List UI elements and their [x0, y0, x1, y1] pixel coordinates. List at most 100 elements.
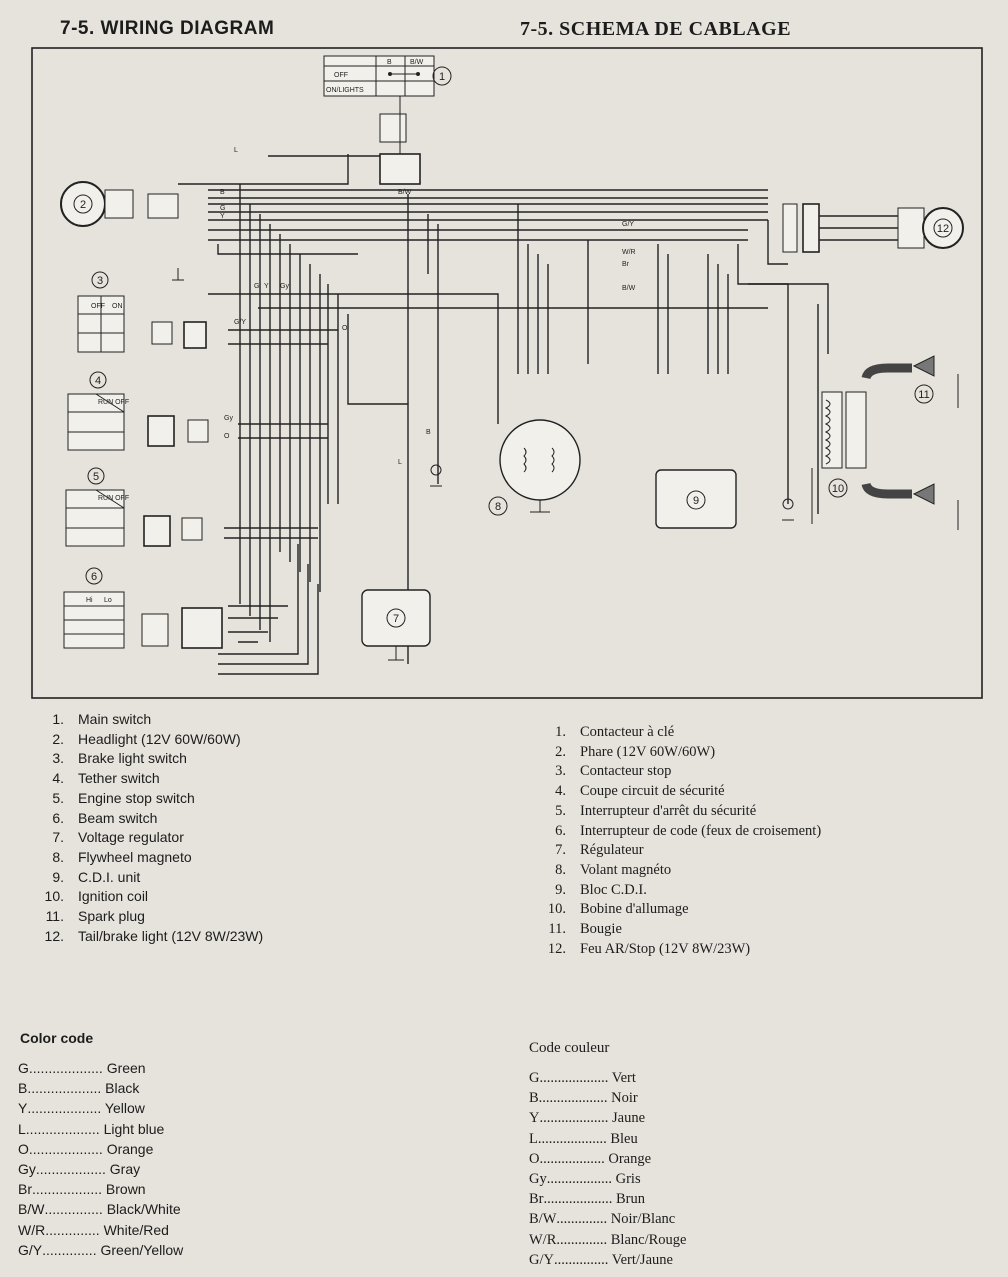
legend-item-number: 8. [52, 848, 64, 865]
color-code-row: B/W............... Black/White [18, 1199, 183, 1219]
legend-item-text: Brake light switch [78, 750, 187, 767]
wire-label: G/Y [622, 221, 634, 228]
legend-item-text: Headlight (12V 60W/60W) [78, 730, 241, 747]
color-code-name: Jaune [611, 1110, 645, 1127]
color-code-row: Y................... Jaune [529, 1108, 686, 1128]
legend-item-text: Main switch [78, 711, 152, 727]
color-code-name: Gray [109, 1161, 141, 1178]
color-code-dots: ................... [27, 1100, 102, 1117]
color-code-code: O [529, 1150, 540, 1167]
color-code-name: Bleu [610, 1130, 638, 1147]
legend-item-number: 5. [52, 789, 64, 806]
color-code-code: W/R [529, 1231, 557, 1248]
color-code-row: G................... Green [18, 1058, 183, 1078]
color-code-dots: ................... [28, 1140, 103, 1157]
color-code-row: B/W.............. Noir/Blanc [529, 1209, 686, 1229]
legend-item-number: 11. [548, 921, 566, 938]
legend-item-number: 12. [547, 940, 566, 957]
spark-plug [912, 355, 959, 530]
color-code-dots: .............. [45, 1221, 100, 1238]
wire-label: Gy [280, 283, 289, 290]
legend-item-number: 7. [52, 829, 64, 846]
color-code-name: Gris [615, 1171, 641, 1188]
wire-label: W/R [622, 249, 636, 256]
color-code-dots: ................... [28, 1060, 103, 1076]
legend-item-text: Contacteur stop [580, 763, 672, 780]
legend-item-text: Ignition coil [78, 888, 149, 905]
color-code-name: Black [105, 1080, 140, 1097]
legend-item-text: Bougie [580, 921, 622, 938]
engine-stop-switch: RUN OFF [65, 489, 203, 547]
color-code-row: O................... Orange [18, 1139, 183, 1159]
component-callouts: 1 2 3 4 5 6 7 8 9 10 11 12 [73, 66, 953, 628]
color-code-code: B/W [529, 1211, 557, 1228]
callout-6: 6 [91, 571, 97, 583]
legend-item-number: 1. [52, 711, 64, 727]
callout-8: 8 [495, 501, 501, 513]
beam-switch-hi: Hi [86, 597, 93, 604]
wire-label: G/Y [234, 319, 246, 326]
callout-3: 3 [97, 275, 103, 287]
wire-label: B/W [622, 285, 636, 292]
callout-7: 7 [393, 613, 399, 625]
legend-item-text: Phare (12V 60W/60W) [580, 743, 716, 760]
color-code-row: Br................... Brun [529, 1189, 686, 1209]
legend-item-text: C.D.I. unit [78, 868, 141, 885]
legend-item: 12.Feu AR/Stop (12V 8W/23W) [540, 940, 980, 960]
color-code-dots: ................... [538, 1090, 608, 1107]
callout-4: 4 [95, 375, 101, 387]
legend-item: 9.Bloc C.D.I. [540, 881, 980, 901]
legend-item-number: 6. [52, 809, 64, 826]
legend-item: 1.Contacteur à clé [540, 723, 980, 743]
legend-item: 2.Phare (12V 60W/60W) [540, 743, 980, 763]
legend-item: 3.Brake light switch [38, 749, 458, 769]
legend-item-number: 10. [44, 888, 64, 905]
legend-item: 4.Coupe circuit de sécurité [540, 782, 980, 802]
wire-label: L [398, 459, 402, 466]
color-code-title-french: Code couleur [529, 1040, 610, 1056]
main-switch-col-bw: B/W [410, 59, 424, 66]
color-code-code: G/Y [529, 1251, 554, 1268]
color-code-row: Y................... Yellow [18, 1098, 183, 1118]
color-code-name: Black/White [106, 1201, 181, 1218]
color-code-dots: ................... [27, 1080, 102, 1097]
main-switch: B B/W OFF ON/LIGHTS [323, 55, 435, 185]
legend-item: 7.Régulateur [540, 841, 980, 861]
wire-label: Gy [224, 415, 233, 422]
color-code-row: G/Y............... Vert/Jaune [529, 1250, 686, 1270]
brake-light-switch: OFF ON [77, 295, 207, 353]
wire-label: G [220, 205, 225, 212]
color-code-row: Br.................. Brown [18, 1179, 183, 1199]
color-code-dots: .............. [42, 1241, 97, 1258]
wire-label: Y [264, 283, 269, 290]
brake-switch-on: ON [112, 303, 123, 310]
legend-item-number: 9. [52, 868, 64, 885]
ignition-coil [811, 363, 912, 524]
legend-item: 7.Voltage regulator [38, 828, 458, 848]
color-code-row: B................... Black [18, 1078, 183, 1098]
legend-item-number: 3. [555, 763, 566, 780]
color-code-code: Y [529, 1110, 540, 1127]
color-code-dots: .................. [546, 1171, 612, 1188]
wire-label: G [254, 283, 259, 290]
legend-item-text: Tether switch [78, 770, 160, 787]
color-code-code: L [18, 1120, 26, 1137]
color-code-name: Noir [611, 1090, 638, 1107]
color-code-code: L [529, 1130, 538, 1147]
main-switch-col-b: B [387, 59, 392, 66]
legend-item-text: Interrupteur de code (feux de croisement… [580, 822, 822, 839]
legend-item-text: Flywheel magneto [78, 848, 192, 865]
legend-item-text: Contacteur à clé [580, 724, 675, 740]
flywheel-magneto [499, 419, 581, 513]
color-code-row: G................... Vert [529, 1068, 686, 1088]
callout-11: 11 [918, 389, 929, 401]
color-code-row: W/R.............. White/Red [18, 1220, 183, 1240]
color-code-code: O [18, 1140, 29, 1157]
legend-item: 8. Flywheel magneto [38, 848, 458, 868]
cdi-unit [655, 469, 737, 529]
wire-label: O [224, 433, 230, 440]
color-code-name: Vert [611, 1070, 636, 1086]
legend-item: 10.Bobine d'allumage [540, 900, 980, 920]
legend-item-number: 5. [555, 802, 566, 819]
